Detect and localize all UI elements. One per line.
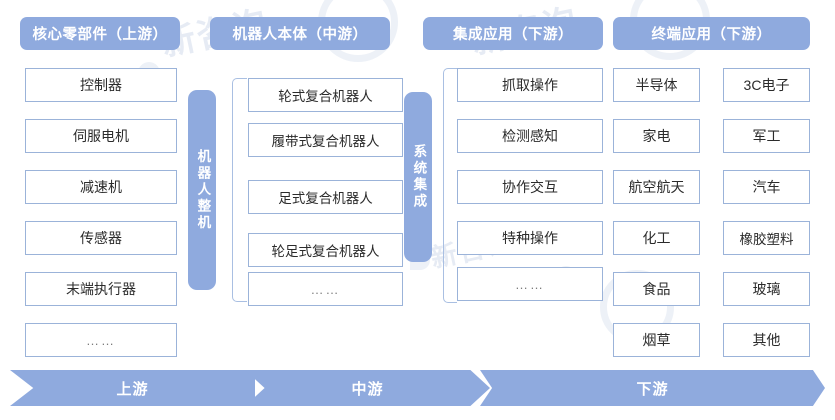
midstream-item-1[interactable]: 履带式复合机器人 xyxy=(248,123,403,157)
upstream-item-3[interactable]: 传感器 xyxy=(25,221,177,255)
upstream-item-5[interactable]: …… xyxy=(25,323,177,357)
midstream-item-2[interactable]: 足式复合机器人 xyxy=(248,180,403,214)
pill-robot-whole-machine: 机器人整机 xyxy=(188,90,216,290)
integration-item-1[interactable]: 检测感知 xyxy=(457,119,603,153)
terminal-right-item-2[interactable]: 汽车 xyxy=(723,170,810,204)
midstream-item-0[interactable]: 轮式复合机器人 xyxy=(248,78,403,112)
integration-item-2[interactable]: 协作交互 xyxy=(457,170,603,204)
upstream-item-4[interactable]: 末端执行器 xyxy=(25,272,177,306)
header-terminal: 终端应用（下游） xyxy=(613,17,810,50)
header-upstream: 核心零部件（上游） xyxy=(20,17,180,50)
flow-arrow-bar: 上游 中游 下游 xyxy=(0,370,835,406)
header-integration: 集成应用（下游） xyxy=(423,17,603,50)
terminal-left-item-0[interactable]: 半导体 xyxy=(613,68,700,102)
midstream-item-4[interactable]: …… xyxy=(248,272,403,306)
flow-segment-downstream[interactable]: 下游 xyxy=(480,370,825,406)
upstream-item-2[interactable]: 减速机 xyxy=(25,170,177,204)
upstream-item-1[interactable]: 伺服电机 xyxy=(25,119,177,153)
terminal-right-item-5[interactable]: 其他 xyxy=(723,323,810,357)
integration-item-0[interactable]: 抓取操作 xyxy=(457,68,603,102)
flow-segment-midstream[interactable]: 中游 xyxy=(245,370,490,406)
header-midstream: 机器人本体（中游） xyxy=(210,17,390,50)
terminal-right-item-4[interactable]: 玻璃 xyxy=(723,272,810,306)
upstream-item-0[interactable]: 控制器 xyxy=(25,68,177,102)
bracket-midstream xyxy=(232,78,247,302)
terminal-right-item-1[interactable]: 军工 xyxy=(723,119,810,153)
terminal-right-item-0[interactable]: 3C电子 xyxy=(723,68,810,102)
terminal-left-item-4[interactable]: 食品 xyxy=(613,272,700,306)
integration-item-4[interactable]: …… xyxy=(457,267,603,301)
bracket-integration xyxy=(443,68,457,303)
terminal-left-item-5[interactable]: 烟草 xyxy=(613,323,700,357)
terminal-left-item-2[interactable]: 航空航天 xyxy=(613,170,700,204)
midstream-item-3[interactable]: 轮足式复合机器人 xyxy=(248,233,403,267)
terminal-right-item-3[interactable]: 橡胶塑料 xyxy=(723,221,810,255)
terminal-left-item-3[interactable]: 化工 xyxy=(613,221,700,255)
flow-segment-upstream[interactable]: 上游 xyxy=(10,370,255,406)
pill-robot-whole-machine-label: 机器人整机 xyxy=(195,148,211,232)
terminal-left-item-1[interactable]: 家电 xyxy=(613,119,700,153)
integration-item-3[interactable]: 特种操作 xyxy=(457,221,603,255)
pill-system-integration-label: 系统集成 xyxy=(411,144,427,210)
pill-system-integration: 系统集成 xyxy=(404,92,432,262)
